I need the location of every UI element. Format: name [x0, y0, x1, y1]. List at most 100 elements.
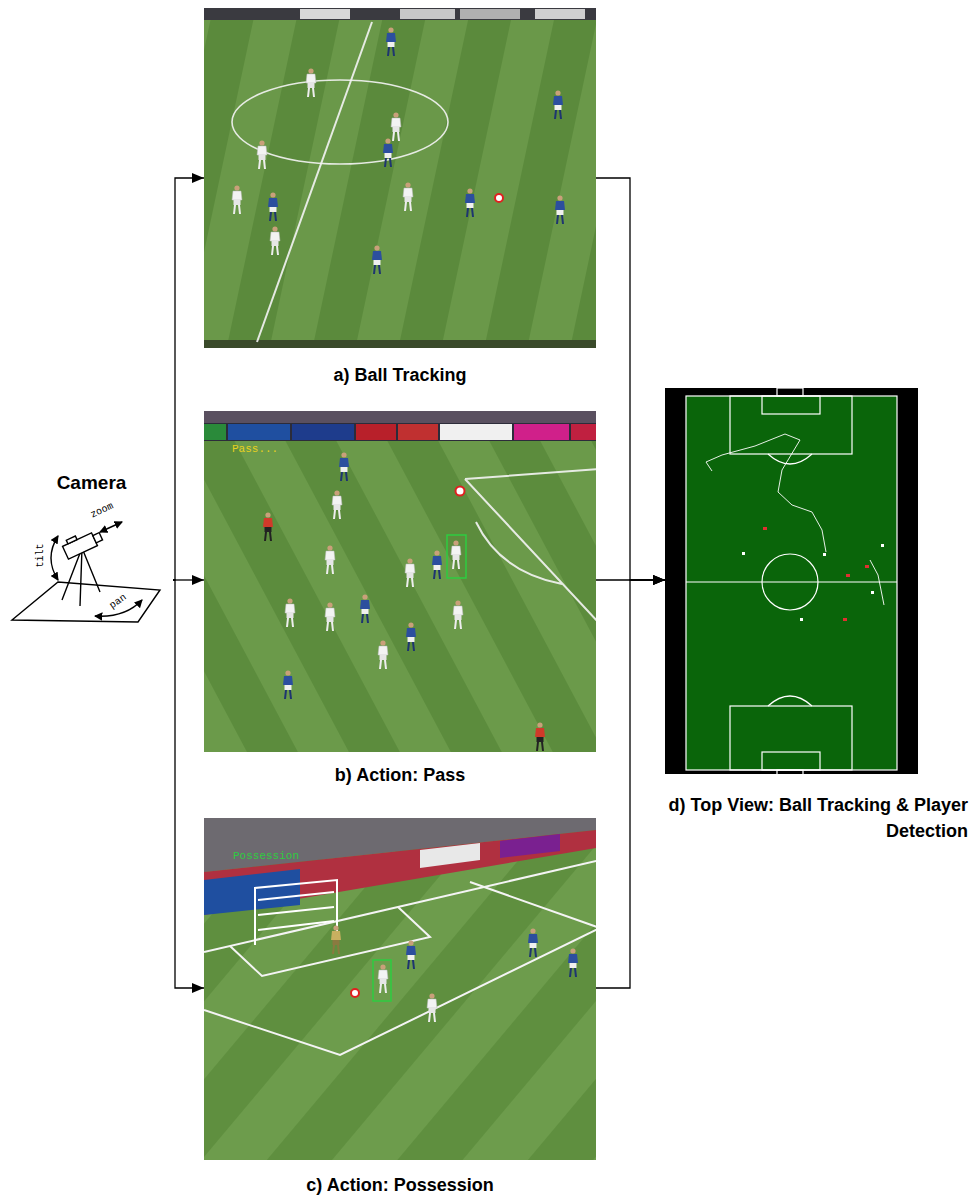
top-view-field — [763, 527, 869, 621]
camera-icon — [12, 522, 160, 622]
frame-pass — [204, 423, 596, 441]
motion-label: pan — [107, 592, 128, 611]
camera-icon — [61, 526, 104, 559]
frame-possession — [378, 964, 388, 993]
top-view-field — [686, 396, 897, 770]
frame-pass — [356, 424, 396, 440]
frame-possession — [420, 843, 480, 868]
connector-arrow — [173, 580, 204, 988]
caption-text: a) Ball Tracking — [204, 362, 596, 388]
camera-node: Camera — [10, 470, 173, 625]
frame-pass — [514, 424, 569, 440]
caption-text: b) Action: Pass — [204, 762, 596, 788]
motion-label: tilt — [35, 543, 46, 567]
connector-arrow — [173, 178, 204, 580]
frame-pass — [398, 424, 438, 440]
frame-pass — [447, 535, 466, 578]
frame-pass — [285, 598, 295, 627]
connector-arrow — [596, 178, 665, 580]
frame-ball-tracking — [391, 112, 401, 141]
frame-ball-tracking — [465, 188, 475, 217]
video-frame: a) Ball Tracking — [204, 8, 596, 348]
camera-icon — [66, 536, 77, 544]
top-view-field — [768, 454, 812, 464]
frame-possession — [568, 948, 578, 977]
frame-pass — [263, 512, 273, 541]
frame-ball-tracking — [204, 340, 596, 348]
top-view-panel: d) Top View: Ball Tracking & Player Dete… — [665, 388, 918, 774]
frame-ball-tracking — [300, 9, 350, 19]
frame-possession — [351, 989, 359, 997]
frame-possession — [204, 830, 596, 915]
action-overlay: Possession — [233, 850, 299, 862]
top-view-field — [762, 554, 818, 610]
top-view-field — [730, 396, 852, 454]
video-frame: c) Action: Possession — [204, 818, 596, 1160]
frame-pass — [378, 640, 388, 669]
frame-ball-tracking — [270, 226, 280, 255]
caption-text: c) Action: Possession — [204, 1172, 596, 1198]
frame-pass — [325, 545, 335, 574]
top-view-field — [763, 527, 767, 530]
frame-ball-tracking — [535, 9, 585, 19]
frame-possession — [331, 925, 341, 954]
frame-pass — [405, 558, 415, 587]
frame-pass — [440, 424, 512, 440]
frame-ball-tracking — [495, 194, 503, 202]
frame-pass — [453, 600, 463, 629]
frame-possession — [427, 993, 437, 1022]
top-view-field — [871, 591, 874, 594]
frame-pass — [228, 424, 290, 440]
caption-text: d) Top View: Ball Tracking & Player Dete… — [650, 792, 968, 844]
frame-pass — [204, 411, 596, 423]
top-view-field — [730, 706, 852, 770]
frame-ball-tracking — [232, 185, 242, 214]
frame-pass — [339, 452, 349, 481]
frame-possession — [204, 818, 596, 1160]
camera-icon — [51, 536, 58, 580]
frame-possession — [230, 907, 430, 976]
frame-ball-tracking — [204, 8, 596, 348]
frame-ball-tracking — [268, 192, 278, 221]
frame-pass — [571, 424, 596, 440]
frame-ball-tracking — [383, 138, 393, 167]
frame-pass — [292, 424, 354, 440]
frame-ball-tracking — [553, 90, 563, 119]
camera-icon — [63, 533, 98, 559]
frame-ball-tracking — [460, 9, 520, 19]
camera-icon — [12, 582, 160, 622]
frame-ball-tracking — [257, 140, 267, 169]
frame-possession — [204, 869, 300, 915]
frame-possession — [528, 928, 538, 957]
frame-pass — [325, 602, 335, 631]
top-view-field — [777, 770, 803, 778]
top-view-field — [762, 752, 820, 770]
frame-pass — [204, 424, 226, 440]
top-view-field — [686, 396, 897, 770]
frame-pass — [456, 487, 465, 496]
top-view-field — [665, 388, 918, 778]
top-view-field — [865, 565, 869, 568]
action-overlay: Pass... — [232, 443, 278, 455]
top-view-field — [665, 388, 918, 774]
frame-possession — [406, 940, 416, 969]
top-view-field — [686, 388, 897, 778]
frame-pass — [204, 411, 596, 752]
top-view-field — [846, 574, 850, 577]
frame-ball-tracking — [386, 27, 396, 56]
top-view-field — [800, 618, 803, 621]
camera-icon — [100, 522, 122, 532]
frame-pass — [432, 550, 442, 579]
frame-ball-tracking — [204, 8, 596, 20]
frame-ball-tracking — [204, 8, 596, 348]
frame-ball-tracking — [257, 22, 372, 342]
top-view-field — [742, 544, 884, 621]
frame-possession — [255, 880, 337, 945]
top-view-field — [870, 560, 884, 605]
frame-ball-tracking — [306, 68, 316, 97]
camera-icon — [93, 533, 103, 543]
